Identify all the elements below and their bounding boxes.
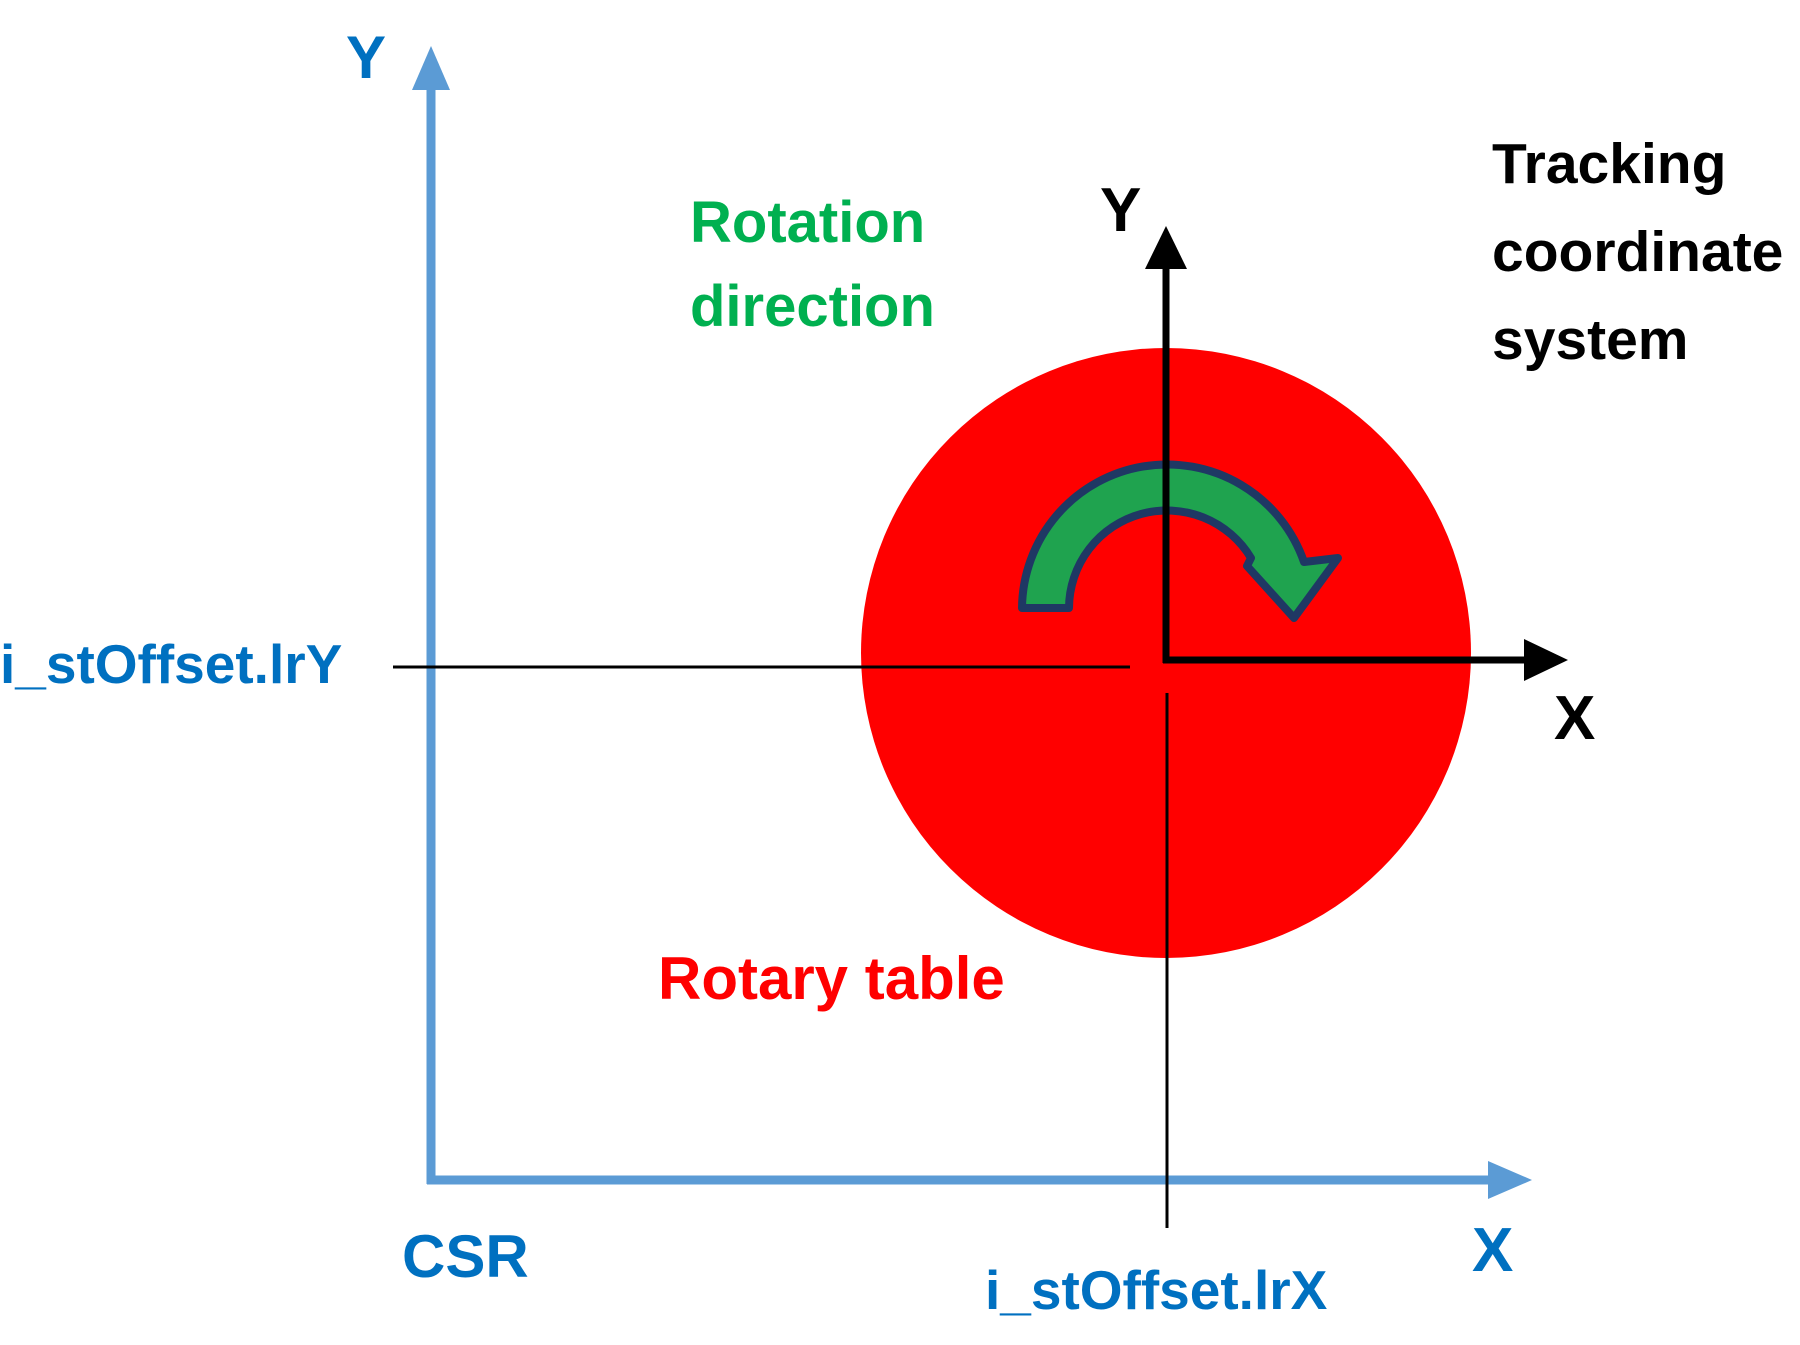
tracking-y-axis-arrowhead xyxy=(1145,226,1187,269)
label-tracking-coordinate-system: Tracking coordinate system xyxy=(1492,132,1784,372)
label-csr-axis-x: X xyxy=(1472,1216,1514,1285)
rotation-direction-arrow xyxy=(1018,460,1342,622)
label-tracking-axis-x: X xyxy=(1554,684,1596,753)
csr-x-axis-arrowhead xyxy=(1488,1161,1532,1199)
label-rotary-table: Rotary table xyxy=(658,945,1005,1012)
label-csr-axis-y: Y xyxy=(346,24,387,91)
label-offset-lry: i_stOffset.lrY xyxy=(0,633,343,695)
label-csr: CSR xyxy=(402,1223,529,1290)
label-offset-lrx: i_stOffset.lrX xyxy=(985,1259,1328,1321)
label-rotation-direction: Rotation direction xyxy=(690,190,935,339)
tracking-x-axis-arrowhead xyxy=(1524,639,1568,681)
csr-y-axis-arrowhead xyxy=(412,46,450,90)
label-tracking-axis-y: Y xyxy=(1100,176,1142,245)
